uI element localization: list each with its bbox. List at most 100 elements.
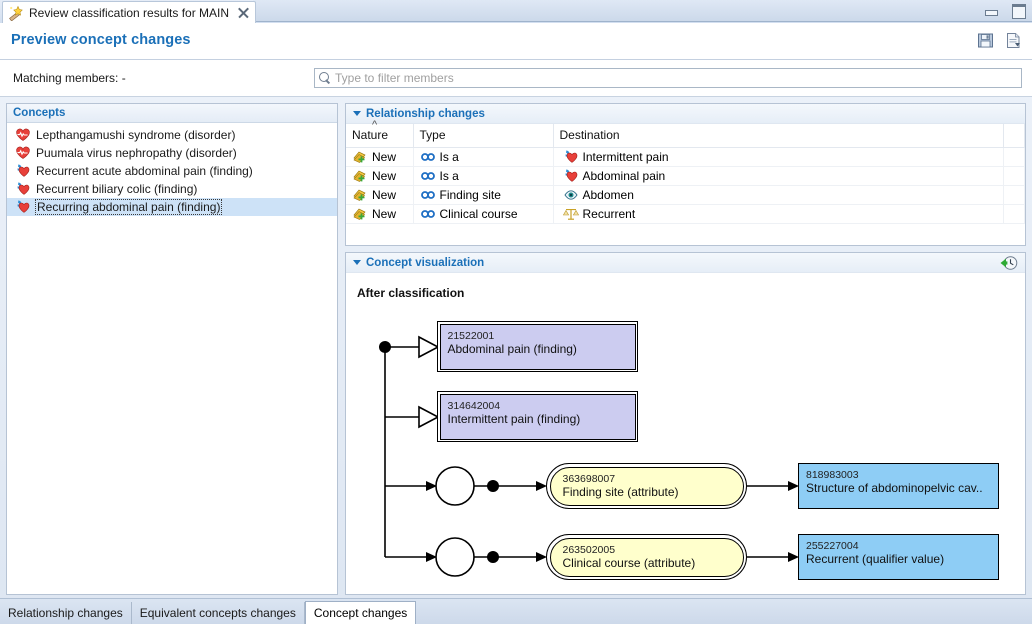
column-header-type[interactable]: Type <box>413 124 554 148</box>
list-item[interactable]: Recurrent acute abdominal pain (finding) <box>7 162 337 180</box>
node-fsn: Clinical course (attribute) <box>562 555 696 570</box>
search-input-placeholder[interactable]: Type to filter members <box>335 71 454 85</box>
concepts-panel: Concepts Lepthangamushi syndrome (disord… <box>6 103 338 595</box>
filter-members-search[interactable]: Type to filter members <box>314 68 1022 88</box>
table-row[interactable]: New Clinical course <box>346 204 1025 224</box>
new-change-icon <box>352 187 368 203</box>
page-header: Preview concept changes <box>0 23 1032 60</box>
maximize-icon[interactable] <box>1009 3 1026 19</box>
cell-filler <box>1003 147 1025 167</box>
concepts-list[interactable]: Lepthangamushi syndrome (disorder) Puuma… <box>7 123 337 216</box>
editor-tab-row: Review classification results for MAIN <box>0 0 1032 23</box>
cell-destination: Abdominal pain <box>553 166 1004 186</box>
concepts-panel-title: Concepts <box>7 104 337 123</box>
table-header-row: Nature Type Destination <box>346 119 1025 148</box>
chevron-down-icon[interactable] <box>353 111 361 116</box>
concept-visualization-title: Concept visualization <box>366 256 485 269</box>
editor-tab-label: Review classification results for MAIN <box>29 5 230 20</box>
diagram-node-value-recurrent[interactable]: 255227004 Recurrent (qualifier value) <box>798 534 999 580</box>
cell-type-label: Clinical course <box>439 206 518 221</box>
cell-type-label: Is a <box>439 149 459 164</box>
page-title: Preview concept changes <box>11 32 191 48</box>
cell-type-label: Finding site <box>439 187 501 202</box>
node-fsn: Abdominal pain (finding) <box>447 341 577 356</box>
node-sctid: 21522001 <box>447 329 495 342</box>
node-fsn: Finding site (attribute) <box>562 484 679 499</box>
search-icon <box>319 72 331 84</box>
chevron-down-icon[interactable] <box>353 260 361 265</box>
node-fsn: Intermittent pain (finding) <box>447 411 581 426</box>
list-item[interactable]: Puumala virus nephropathy (disorder) <box>7 144 337 162</box>
qualifier-scales-icon <box>562 206 579 222</box>
relationship-link-icon <box>420 168 436 184</box>
window-controls <box>982 3 1026 19</box>
diagram-connectors <box>379 335 799 577</box>
editor-tab-review-classification[interactable]: Review classification results for MAIN <box>2 1 257 23</box>
node-sctid: 314642004 <box>447 399 501 412</box>
history-clock-icon[interactable] <box>1000 254 1021 272</box>
concept-visualization-header: Concept visualization <box>346 253 1025 273</box>
node-sctid: 255227004 <box>806 540 859 552</box>
table-row[interactable]: New Is a <box>346 166 1025 186</box>
cell-destination-label: Abdomen <box>582 187 634 202</box>
diagram-node-parent-abdominal-pain[interactable]: 21522001 Abdominal pain (finding) <box>437 321 638 372</box>
tab-concept-changes[interactable]: Concept changes <box>304 601 417 624</box>
column-header-destination[interactable]: Destination <box>553 124 1004 148</box>
table-row[interactable]: New Is a <box>346 147 1025 167</box>
diagram-node-value-structure-abdominopelvic[interactable]: 818983003 Structure of abdominopelvic ca… <box>798 463 999 509</box>
header-toolbar <box>976 31 1023 50</box>
finding-heart-icon <box>15 163 31 179</box>
relationship-changes-panel: Relationship changes Nature Type Destina… <box>345 103 1026 246</box>
matching-members-label: Matching members: - <box>13 71 126 85</box>
finding-heart-icon <box>15 181 31 197</box>
list-item-label: Recurrent acute abdominal pain (finding) <box>36 164 253 178</box>
relationship-link-icon <box>420 187 436 203</box>
cell-type: Is a <box>413 166 554 186</box>
table-row[interactable]: New Finding site <box>346 185 1025 205</box>
cell-type: Finding site <box>413 185 554 205</box>
disorder-heart-icon <box>15 127 31 143</box>
list-item-label: Recurring abdominal pain (finding) <box>34 199 223 215</box>
diagram-canvas[interactable]: 21522001 Abdominal pain (finding) 314642… <box>346 301 1025 594</box>
diagram-node-attribute-finding-site[interactable]: 363698007 Finding site (attribute) <box>546 463 747 509</box>
tab-row-filler <box>253 0 1032 22</box>
column-header-nature[interactable]: Nature <box>346 119 414 148</box>
node-fsn: Recurrent (qualifier value) <box>806 552 945 566</box>
filter-row: Matching members: - Type to filter membe… <box>0 60 1032 97</box>
close-icon[interactable] <box>238 7 249 18</box>
tab-equivalent-concepts-changes[interactable]: Equivalent concepts changes <box>132 602 305 624</box>
node-sctid: 363698007 <box>562 472 616 485</box>
cell-destination-label: Intermittent pain <box>582 149 669 164</box>
list-item[interactable]: Lepthangamushi syndrome (disorder) <box>7 126 337 144</box>
relationship-link-icon <box>420 149 436 165</box>
list-item-selected[interactable]: Recurring abdominal pain (finding) <box>7 198 337 216</box>
list-item-label: Lepthangamushi syndrome (disorder) <box>36 128 236 142</box>
cell-filler <box>1003 185 1025 205</box>
node-fsn: Structure of abdominopelvic cav.. <box>806 481 983 495</box>
relationship-changes-header: Relationship changes <box>346 104 1025 124</box>
node-sctid: 818983003 <box>806 469 859 481</box>
save-floppy-icon[interactable] <box>976 31 995 50</box>
save-as-document-icon[interactable] <box>1004 31 1023 50</box>
disorder-heart-icon <box>15 145 31 161</box>
bottom-tab-bar: Relationship changes Equivalent concepts… <box>0 598 1032 624</box>
cell-nature-label: New <box>372 187 397 202</box>
cell-destination: Abdomen <box>553 185 1004 205</box>
diagram-node-parent-intermittent-pain[interactable]: 314642004 Intermittent pain (finding) <box>437 391 638 442</box>
cell-nature: New <box>346 204 414 224</box>
diagram-node-attribute-clinical-course[interactable]: 263502005 Clinical course (attribute) <box>546 534 747 580</box>
cell-filler <box>1003 166 1025 186</box>
cell-type: Clinical course <box>413 204 554 224</box>
cell-nature-label: New <box>372 149 397 164</box>
minimize-icon[interactable] <box>982 3 999 17</box>
cell-filler <box>1003 204 1025 224</box>
concept-visualization-panel: Concept visualization After classificati… <box>345 252 1026 595</box>
new-change-icon <box>352 149 368 165</box>
cell-destination: Intermittent pain <box>553 147 1004 167</box>
cell-destination: Recurrent <box>553 204 1004 224</box>
cell-destination-label: Abdominal pain <box>582 168 666 183</box>
relationship-changes-table: Nature Type Destination <box>346 119 1025 224</box>
tab-relationship-changes[interactable]: Relationship changes <box>0 602 132 624</box>
list-item[interactable]: Recurrent biliary colic (finding) <box>7 180 337 198</box>
